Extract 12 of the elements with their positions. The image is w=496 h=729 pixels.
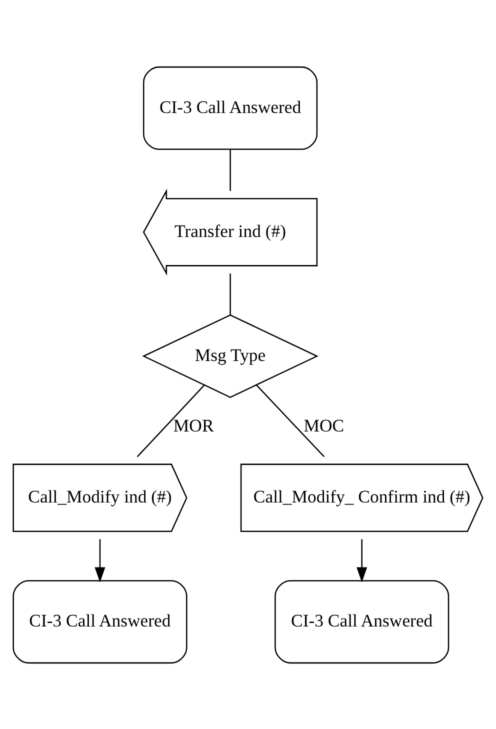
connector xyxy=(136,384,205,457)
arrow xyxy=(94,538,106,582)
connector xyxy=(256,384,325,457)
node-diamond: Msg Type xyxy=(142,314,318,398)
edge-label: MOR xyxy=(173,415,214,436)
node-box: CI-3 Call Answered xyxy=(12,580,188,664)
node-box: CI-3 Call Answered xyxy=(274,580,450,664)
connector xyxy=(230,149,231,190)
connector xyxy=(230,273,231,314)
edge-label: MOC xyxy=(304,415,344,436)
arrow xyxy=(356,538,368,582)
node-box: CI-3 Call Answered xyxy=(143,66,318,150)
